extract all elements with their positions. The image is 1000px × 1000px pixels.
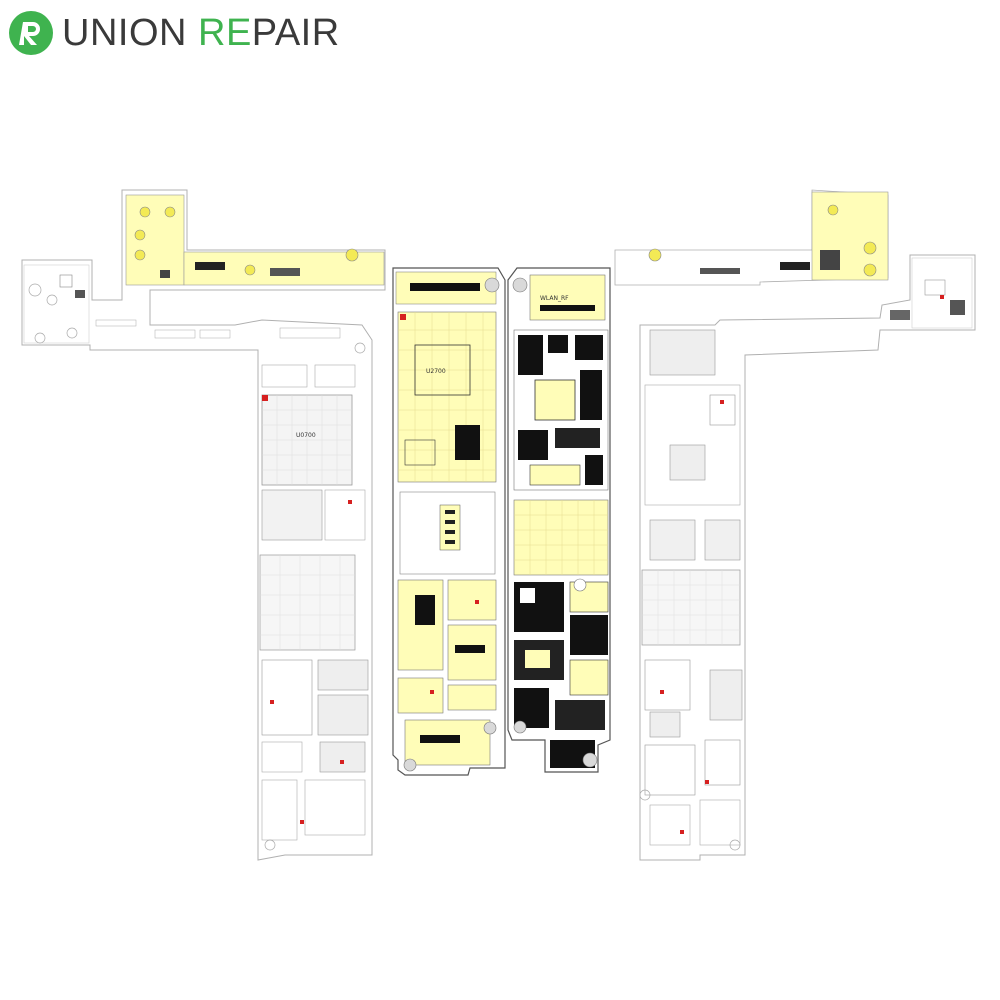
flex-connector-top-left xyxy=(125,194,385,286)
logo-word-re: RE xyxy=(198,12,252,54)
logo-word-union: UNION xyxy=(62,12,198,54)
logo-word-pair: PAIR xyxy=(251,12,340,54)
board-panel-outline-left: U0700 xyxy=(21,189,386,861)
logo-wordmark: UNION REPAIR xyxy=(62,10,340,56)
union-repair-logo: UNION REPAIR xyxy=(8,10,340,56)
logo-r-icon xyxy=(9,11,53,55)
board-outline xyxy=(21,189,386,861)
label-u2700: U2700 xyxy=(426,368,446,375)
label-wlan-rf: WLAN_RF xyxy=(540,295,569,302)
label-u0700: U0700 xyxy=(296,432,316,439)
board-panel-dark: WLAN_RF xyxy=(507,267,611,773)
flex-connector-top-right xyxy=(614,189,889,286)
board-panel-outline-right xyxy=(639,254,976,861)
board-panel-yellow: U2700 xyxy=(392,267,506,776)
